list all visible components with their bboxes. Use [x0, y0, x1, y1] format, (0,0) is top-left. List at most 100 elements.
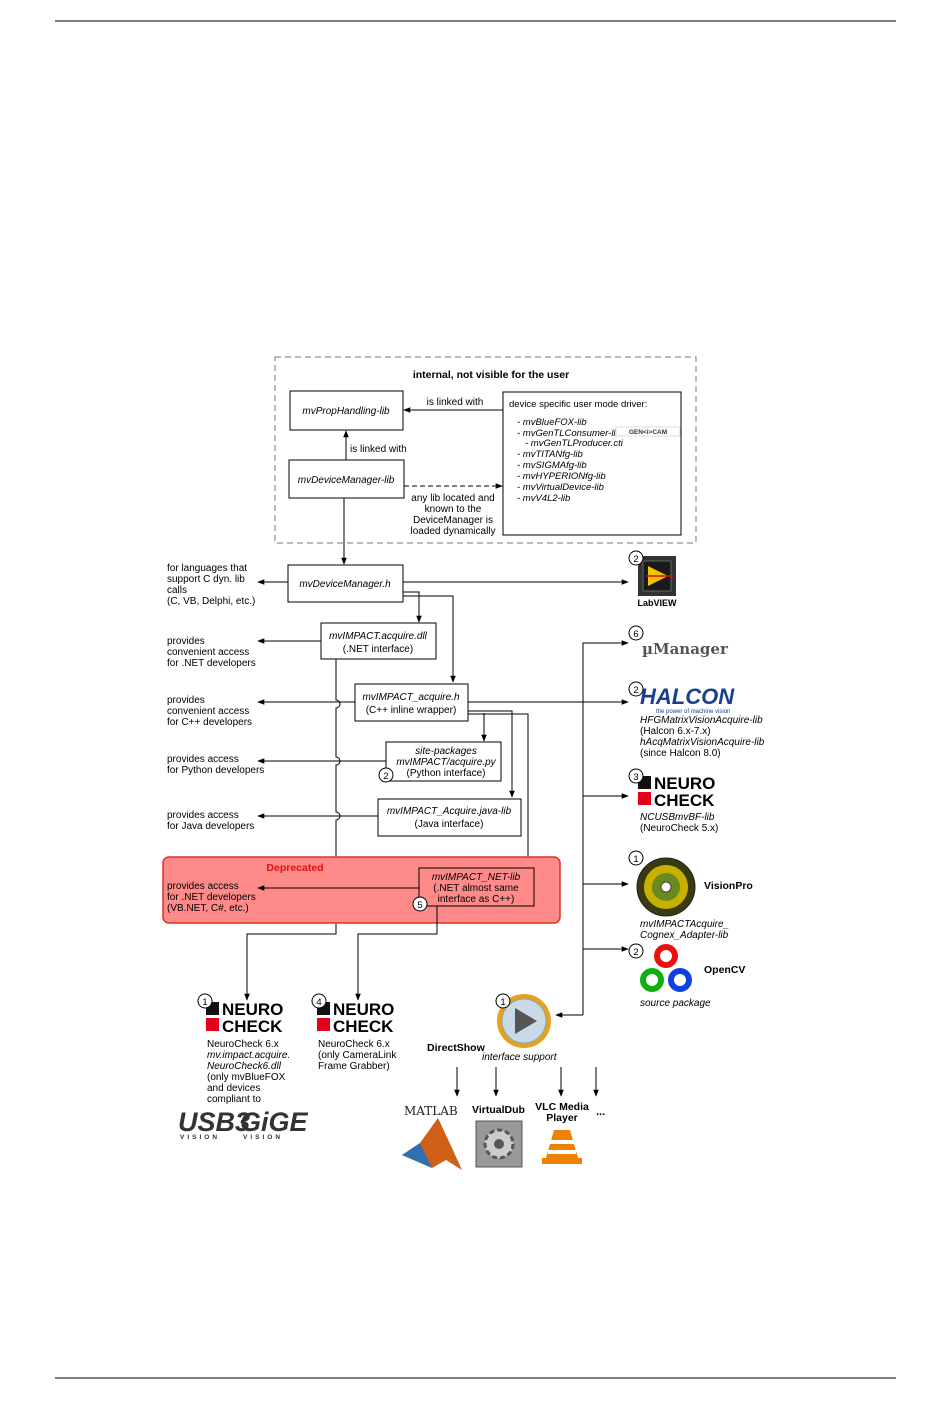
prop-handling-box [289, 390, 404, 431]
matlab-text: MATLAB [404, 1104, 458, 1118]
opencv-sub: source package [640, 998, 711, 1009]
left-label-line: for .NET developers [167, 892, 256, 903]
neurocheck-top: NEURO [654, 774, 715, 793]
visionpro-line: mvIMPACTAcquire_ [640, 919, 729, 930]
neurocheck-bottom: CHECK [654, 791, 715, 810]
badge-net: 5 [412, 896, 428, 912]
halcon-logo: HALCON the power of machine vision [640, 684, 735, 715]
neurocheck6a-lines: NeuroCheck 6.x mv.impact.acquire. NeuroC… [207, 1039, 290, 1105]
net-lib-line-2: (.NET almost same [433, 883, 519, 894]
left-label-line: provides [167, 695, 205, 706]
deprecated-title: Deprecated [266, 862, 323, 874]
opencv-logo: OpenCV source package [640, 944, 745, 1009]
nc6a-line: (only mvBlueFOX [207, 1072, 286, 1083]
left-cpp: provides convenient access for C++ devel… [167, 695, 252, 728]
net-lib-box [418, 867, 535, 907]
badges: 2 6 2 3 1 2 2 5 1 4 1 [197, 550, 644, 1009]
python-box [385, 741, 502, 782]
neurocheck-line: NCUSBmvBF-lib [640, 812, 715, 823]
halcon-line: (since Halcon 8.0) [640, 748, 721, 759]
device-manager-h-label: mvDeviceManager.h [299, 579, 391, 590]
badge-number: 1 [633, 854, 638, 865]
python-line-1: site-packages [415, 746, 477, 757]
acquire-h-box [354, 683, 469, 722]
neurocheck-lines: NCUSBmvBF-lib (NeuroCheck 5.x) [640, 812, 718, 834]
directshow-logo: DirectShow interface support [427, 994, 558, 1063]
left-python: provides access for Python developers [167, 754, 264, 776]
internal-title: internal, not visible for the user [413, 369, 569, 381]
left-c-langs: for languages that support C dyn. lib ca… [167, 563, 255, 607]
left-label-line: convenient access [167, 706, 249, 717]
dynamic-note-line: known to the [425, 504, 482, 515]
driver-item: - mvV4L2-lib [517, 493, 570, 504]
visionpro-line: Cognex_Adapter-lib [640, 930, 729, 941]
driver-box [502, 391, 682, 536]
opencv-text: OpenCV [704, 964, 745, 976]
neurocheck6b-top: NEURO [333, 1000, 394, 1019]
linked-label-2: is linked with [350, 444, 407, 455]
vision-text-1: VISION [180, 1134, 220, 1141]
matlab-logo: MATLAB [402, 1104, 462, 1170]
left-label-line: (C, VB, Delphi, etc.) [167, 596, 255, 607]
left-deprecated: provides access for .NET developers (VB.… [167, 881, 256, 914]
net-lib-line-3: interface as C++) [438, 894, 515, 905]
driver-item: - mvGenTLConsumer-lib [517, 428, 621, 439]
driver-item: - mvHYPERIONfg-lib [517, 471, 606, 482]
badge-number: 6 [633, 629, 638, 640]
acquire-h-sub: (C++ inline wrapper) [366, 705, 457, 716]
left-label-line: provides [167, 636, 205, 647]
nc6a-line: mv.impact.acquire. [207, 1050, 290, 1061]
neurocheck6b-logo: NEURO CHECK [317, 1000, 394, 1036]
dynamic-note-line: loaded dynamically [410, 526, 495, 537]
badge-number: 4 [316, 997, 321, 1008]
driver-list: - mvBlueFOX-lib - mvGenTLConsumer-lib - … [517, 417, 624, 504]
vision-text-2: VISION [243, 1134, 283, 1141]
device-manager-h-box [287, 564, 404, 603]
python-line-2: mvIMPACT/acquire.py [396, 757, 496, 768]
neurocheck6a-logo: NEURO CHECK [206, 1000, 283, 1036]
badge-number: 1 [500, 997, 505, 1008]
more-text: ... [596, 1106, 605, 1118]
badge-labview: 2 [628, 550, 644, 566]
badge-number: 2 [633, 947, 638, 958]
arrow-net-to-neurocheck6b [355, 906, 438, 1001]
left-label-line: for Java developers [167, 821, 254, 832]
left-label-line: convenient access [167, 647, 249, 658]
badge-python: 2 [378, 767, 394, 783]
arrow-to-micromanager [582, 640, 629, 1015]
micromanager-logo: µManager [642, 640, 729, 658]
nc6a-line: NeuroCheck 6.x [207, 1039, 279, 1050]
badge-number: 2 [633, 554, 638, 565]
arrow-to-java [468, 710, 515, 798]
left-label-line: for C++ developers [167, 717, 252, 728]
neurocheck-line: (NeuroCheck 5.x) [640, 823, 718, 834]
prop-handling-label: mvPropHandling-lib [302, 406, 390, 417]
acquire-h-label: mvIMPACT_acquire.h [362, 692, 460, 703]
dll-sub: (.NET interface) [343, 644, 413, 655]
virtualdub-logo: VirtualDub [472, 1104, 525, 1168]
badge-opencv: 2 [628, 943, 644, 959]
left-label-line: for Python developers [167, 765, 264, 776]
vlc-text-2: Player [546, 1112, 578, 1124]
driver-item: - mvBlueFOX-lib [517, 417, 587, 428]
badge-visionpro: 1 [628, 850, 644, 866]
nc6b-line: (only CameraLink [318, 1050, 397, 1061]
arrow-to-dll [403, 591, 422, 623]
badge-number: 5 [417, 900, 422, 911]
nc6a-line: compliant to [207, 1094, 261, 1105]
badge-directshow: 1 [495, 993, 511, 1009]
badge-micromanager: 6 [628, 625, 644, 641]
nc6b-line: Frame Grabber) [318, 1061, 390, 1072]
directshow-text: DirectShow [427, 1042, 486, 1054]
vlc-text-1: VLC Media [535, 1101, 589, 1113]
usb3-text: USB3 [178, 1107, 250, 1137]
gencam-logo: GEN<i>CAM [615, 426, 681, 437]
driver-item: - mvTITANfg-lib [517, 449, 583, 460]
left-label-line: support C dyn. lib [167, 574, 245, 585]
neurocheck6b-bottom: CHECK [333, 1017, 394, 1036]
left-label-line: provides access [167, 810, 239, 821]
halcon-text: HALCON [640, 684, 735, 709]
linked-label-1: is linked with [427, 397, 484, 408]
halcon-line: HFGMatrixVisionAcquire-lib [640, 715, 763, 726]
internal-box [274, 356, 697, 544]
